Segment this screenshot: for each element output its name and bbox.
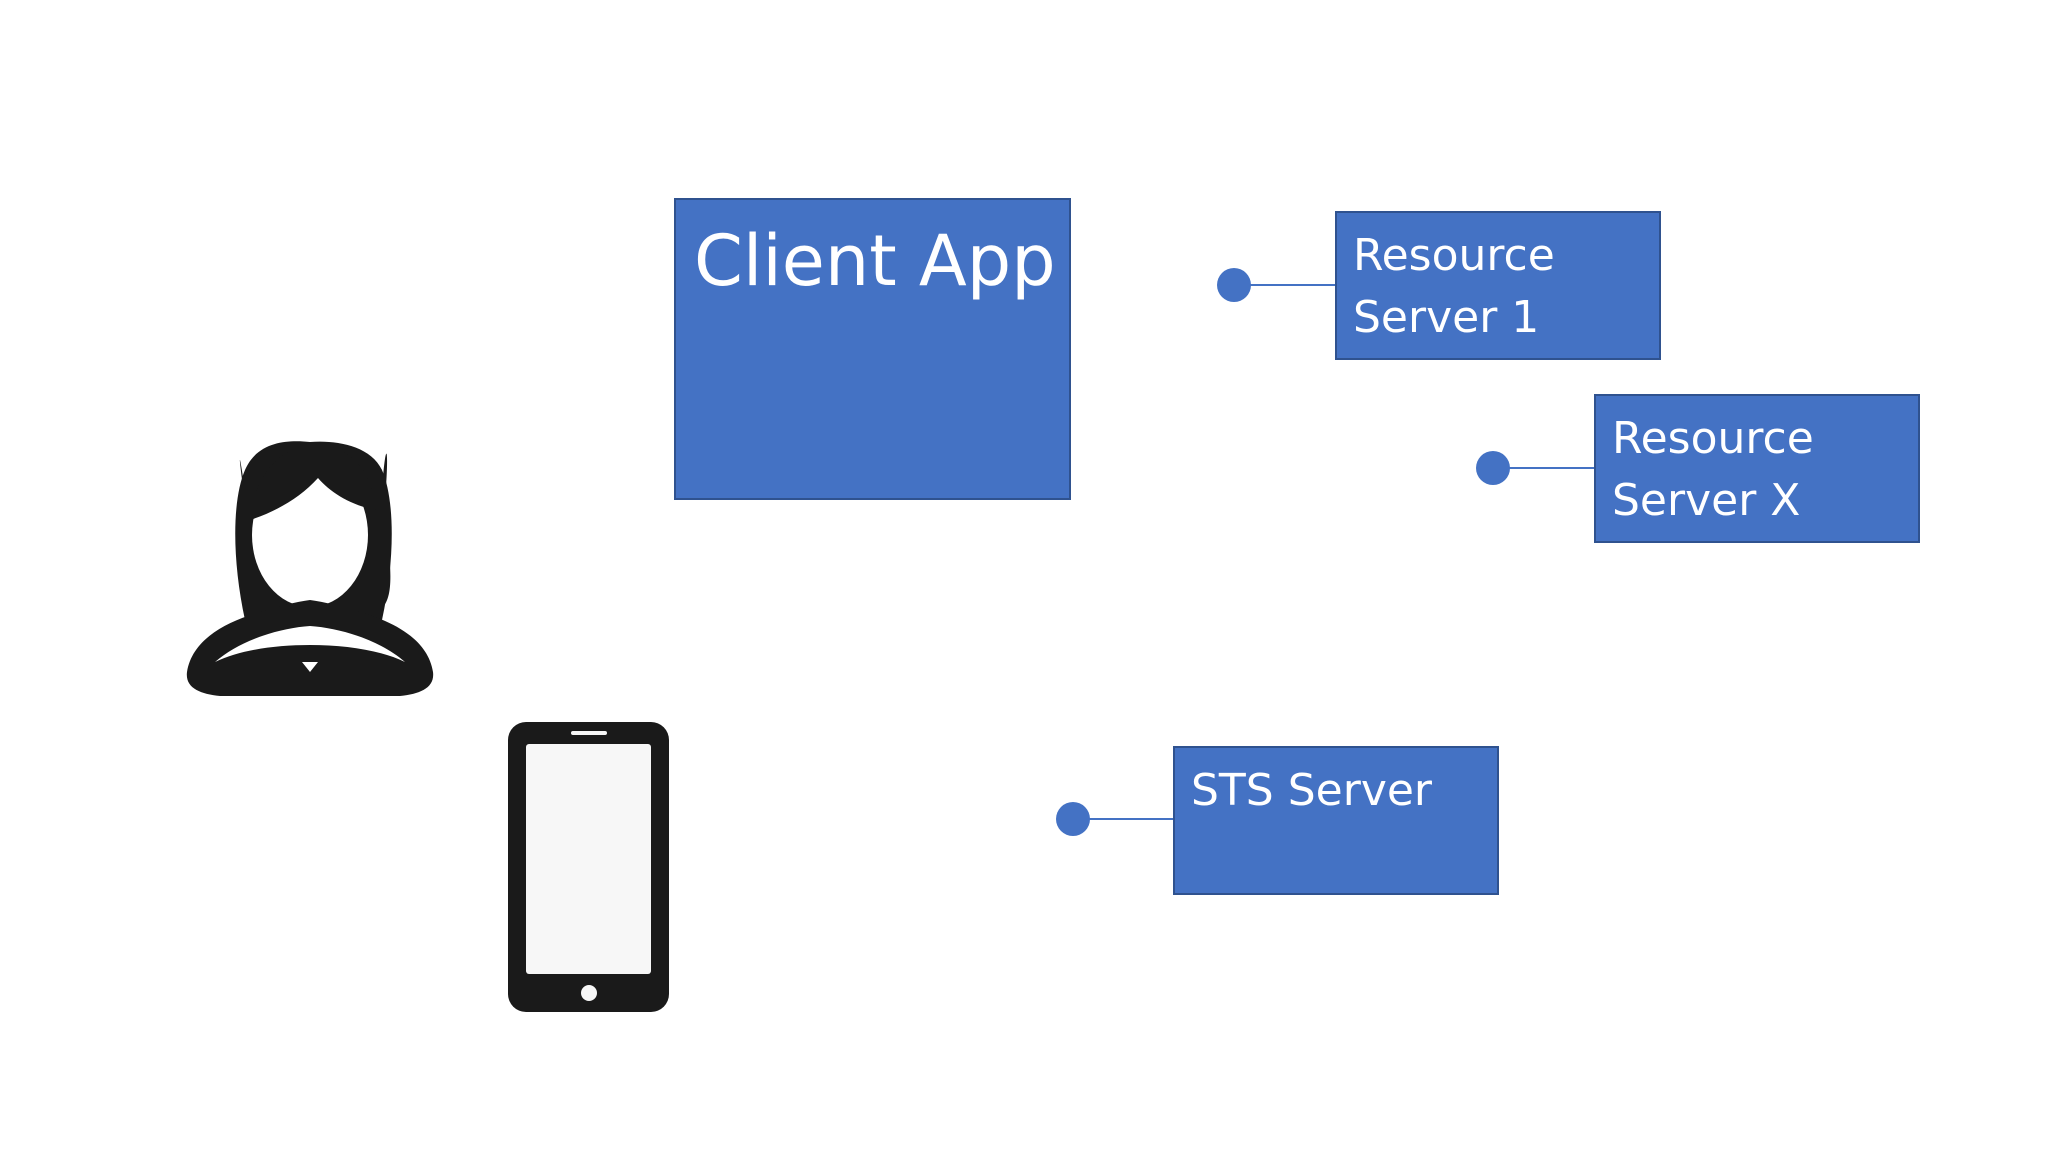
resource-server-x-label: Resource Server X [1612, 413, 1814, 526]
resource-server-1-label: Resource Server 1 [1353, 230, 1555, 343]
sts-server-connector [1073, 818, 1173, 820]
resource-server-1-connector [1234, 284, 1335, 286]
client-app-box: Client App [674, 198, 1071, 500]
sts-server-label: STS Server [1191, 765, 1433, 816]
client-app-label: Client App [694, 220, 1056, 302]
smartphone-icon [508, 722, 669, 1012]
sts-server-box: STS Server [1173, 746, 1499, 895]
user-avatar-icon [186, 441, 434, 696]
resource-server-1-box: Resource Server 1 [1335, 211, 1661, 360]
resource-server-x-connector [1493, 467, 1594, 469]
resource-server-x-box: Resource Server X [1594, 394, 1920, 543]
